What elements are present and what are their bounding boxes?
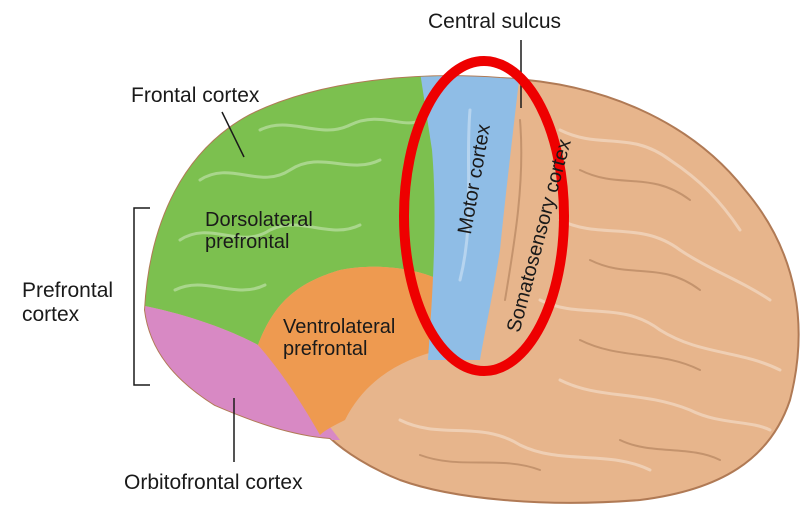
dorsolateral-label-line2: prefrontal <box>205 231 313 253</box>
orbitofrontal-cortex-label: Orbitofrontal cortex <box>124 471 303 495</box>
prefrontal-cortex-label-line1: Prefrontal <box>22 279 113 303</box>
ventrolateral-label: Ventrolateral prefrontal <box>283 316 395 360</box>
central-sulcus-label: Central sulcus <box>428 10 561 34</box>
frontal-cortex-label: Frontal cortex <box>131 84 259 108</box>
dorsolateral-label: Dorsolateral prefrontal <box>205 209 313 253</box>
prefrontal-cortex-label: Prefrontal cortex <box>22 279 113 327</box>
ventrolateral-label-line2: prefrontal <box>283 338 395 360</box>
prefrontal-cortex-label-line2: cortex <box>22 303 113 327</box>
ventrolateral-label-line1: Ventrolateral <box>283 316 395 338</box>
dorsolateral-label-line1: Dorsolateral <box>205 209 313 231</box>
